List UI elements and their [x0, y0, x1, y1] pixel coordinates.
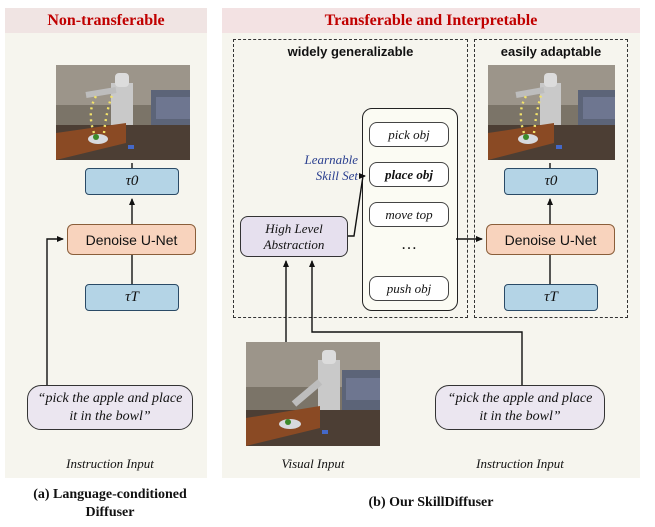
denoise-unet-right: Denoise U-Net [486, 224, 615, 255]
instruction-line1: “pick the apple and place [37, 391, 183, 406]
skill-pick-obj: pick obj [369, 122, 449, 147]
adaptable-region [474, 39, 628, 318]
left-banner: Non-transferable [5, 8, 207, 33]
instruction-input-label-left: Instruction Input [66, 456, 154, 471]
skill-move-top: move top [369, 202, 449, 227]
skill-place-obj: place obj [369, 162, 449, 187]
caption-right: (b) Our SkillDiffuser [368, 495, 494, 510]
learnable-skill-set-label: Learnable Skill Set [280, 152, 358, 185]
skill-label-line1: Learnable [304, 152, 358, 167]
hla-line1: High Level [265, 220, 323, 236]
skill-push-obj: push obj [369, 276, 449, 301]
instruction-box-right: “pick the apple and place it in the bowl… [435, 385, 605, 430]
instruction-line2: it in the bowl” [69, 408, 151, 424]
high-level-abstraction-box: High Level Abstraction [240, 216, 348, 257]
tau-zero-box-left: τ0 [85, 168, 179, 195]
skill-label-line2: Skill Set [315, 168, 358, 184]
instruction-line2-right: it in the bowl” [479, 408, 561, 424]
instruction-line1-right: “pick the apple and place [447, 391, 593, 406]
robot-scene-image-visual-input [246, 342, 380, 446]
hla-line2: Abstraction [263, 236, 325, 252]
robot-scene-image-right [488, 65, 615, 160]
robot-scene-image-left [56, 65, 190, 160]
instruction-input-label-right: Instruction Input [476, 456, 564, 471]
instruction-box-left: “pick the apple and place it in the bowl… [27, 385, 193, 430]
skill-ellipsis: … [401, 235, 417, 253]
tau-t-box-right: τT [504, 284, 598, 311]
caption-left: (a) Language-conditioned Diffuser [5, 486, 215, 521]
generalizable-title: widely generalizable [287, 44, 414, 59]
caption-left-line1: (a) Language-conditioned [33, 487, 187, 502]
right-banner: Transferable and Interpretable [222, 8, 640, 33]
tau-t-box-left: τT [85, 284, 179, 311]
visual-input-label: Visual Input [281, 456, 345, 471]
tau-zero-box-right: τ0 [504, 168, 598, 195]
adaptable-title: easily adaptable [500, 44, 602, 59]
denoise-unet-left: Denoise U-Net [67, 224, 196, 255]
caption-left-line2: Diffuser [85, 504, 135, 520]
